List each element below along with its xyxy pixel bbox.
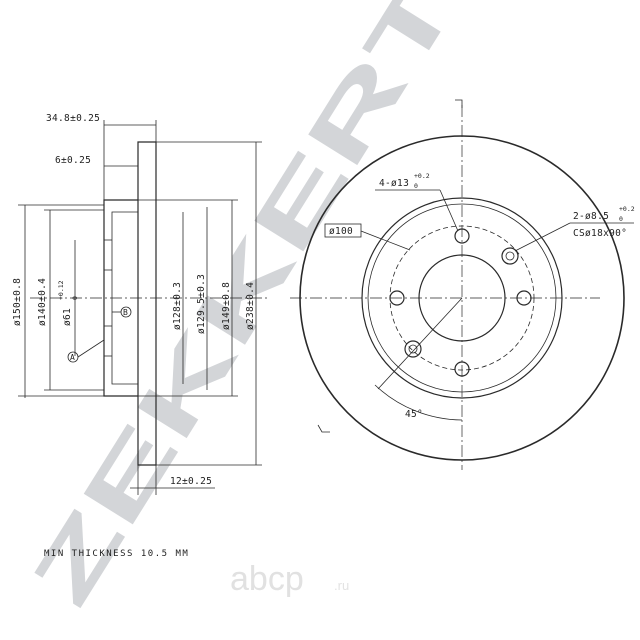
leader-pcd bbox=[360, 230, 411, 251]
center-bore bbox=[418, 254, 506, 342]
dim-bore-tol: +0.12 bbox=[57, 280, 65, 300]
label-bolt-holes-tol2: 0 bbox=[414, 182, 418, 190]
label-angle: 45° bbox=[405, 409, 423, 420]
pin-hole bbox=[408, 344, 418, 354]
pin-hole-countersink bbox=[501, 247, 519, 265]
dim-hat-depth: 6±0.25 bbox=[55, 155, 91, 166]
hat-outer-edge bbox=[361, 197, 563, 399]
leader-pin-holes bbox=[514, 222, 571, 252]
bolt-hole bbox=[454, 361, 470, 377]
bolt-hole bbox=[454, 228, 470, 244]
site-logo-text: abcp bbox=[230, 560, 304, 598]
dim-bore-tol2: 0 bbox=[71, 296, 79, 300]
side-view: 34.8±0.25 6±0.25 12±0.25 ø150±0.8 ø140±0… bbox=[12, 113, 270, 495]
hat-inner-edge bbox=[367, 203, 557, 393]
dim-d149: ø149±0.8 bbox=[221, 282, 232, 330]
label-pin-holes-tol2: 0 bbox=[619, 215, 623, 223]
datum-a: A bbox=[70, 353, 75, 362]
label-bolt-holes: 4-ø13 bbox=[379, 178, 409, 189]
pin-hole bbox=[505, 251, 515, 261]
label-pcd: ø100 bbox=[329, 226, 353, 237]
dim-d129: ø129.5±0.3 bbox=[196, 274, 207, 334]
site-logo: abcp .ru bbox=[230, 560, 349, 598]
label-bolt-holes-tol: +0.2 bbox=[414, 172, 430, 180]
front-view: 4-ø13 +0.2 0 2-ø8.5 +0.2 0 CSø18x90° ø10… bbox=[290, 99, 635, 470]
hat-section-outline bbox=[103, 199, 138, 397]
bolt-holes bbox=[389, 228, 532, 377]
pin-hole-countersink bbox=[404, 340, 422, 358]
bolt-hole bbox=[389, 290, 405, 306]
min-thickness-note: MIN THICKNESS 10.5 MM bbox=[44, 549, 189, 559]
datum-b: B bbox=[123, 308, 128, 317]
bolt-hole bbox=[516, 290, 532, 306]
dim-width-total: 34.8±0.25 bbox=[46, 113, 100, 124]
dim-thickness: 12±0.25 bbox=[170, 476, 212, 487]
dim-d238: ø238±0.4 bbox=[245, 282, 256, 330]
angle-arc bbox=[374, 384, 463, 421]
dim-bore: ø61 bbox=[62, 308, 73, 326]
label-countersink: CSø18x90° bbox=[573, 228, 627, 239]
section-mark-bottom bbox=[317, 424, 330, 433]
datum-a-leader bbox=[77, 339, 105, 358]
dim-d140: ø140±0.4 bbox=[37, 278, 48, 326]
pin-holes bbox=[404, 247, 519, 358]
disc-outer-edge bbox=[299, 135, 625, 461]
section-mark-top bbox=[455, 99, 463, 108]
label-pin-holes: 2-ø8.5 bbox=[573, 211, 609, 222]
angle-ray bbox=[377, 297, 463, 390]
dim-d128: ø128±0.3 bbox=[172, 282, 183, 330]
site-logo-tld: .ru bbox=[334, 578, 349, 593]
label-pin-holes-tol: +0.2 bbox=[619, 205, 635, 213]
dim-d150: ø150±0.8 bbox=[12, 278, 23, 326]
leader-bolt-holes bbox=[439, 189, 459, 232]
pcd-label-box bbox=[324, 223, 362, 238]
